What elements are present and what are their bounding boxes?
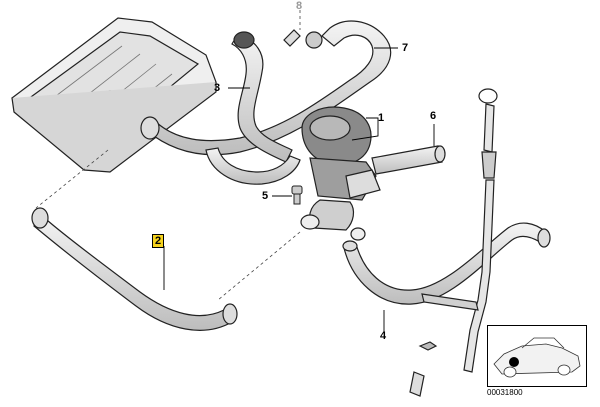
part-label-8: 8 <box>296 0 303 12</box>
leader-lines <box>163 47 435 332</box>
vehicle-location-inset <box>487 325 587 387</box>
ventilation-hose <box>31 207 238 331</box>
document-number: 00031800 <box>487 388 523 397</box>
part-label-5: 5 <box>262 190 269 202</box>
pressure-control-valve <box>300 106 381 241</box>
upper-hose-assembly <box>140 20 392 185</box>
part-label-7: 7 <box>402 42 409 54</box>
part-label-6: 6 <box>430 110 437 122</box>
part-label-4: 4 <box>380 330 387 342</box>
car-icon <box>493 337 581 378</box>
part-label-2: 2 <box>152 234 165 248</box>
location-marker-icon <box>509 357 519 367</box>
valve-cover <box>11 17 217 173</box>
lower-hose <box>342 222 551 305</box>
screw <box>291 185 303 205</box>
short-pipe <box>371 145 446 175</box>
dipstick <box>409 88 498 397</box>
part-label-3: 3 <box>214 82 221 94</box>
part-label-1: 1 <box>378 112 385 124</box>
